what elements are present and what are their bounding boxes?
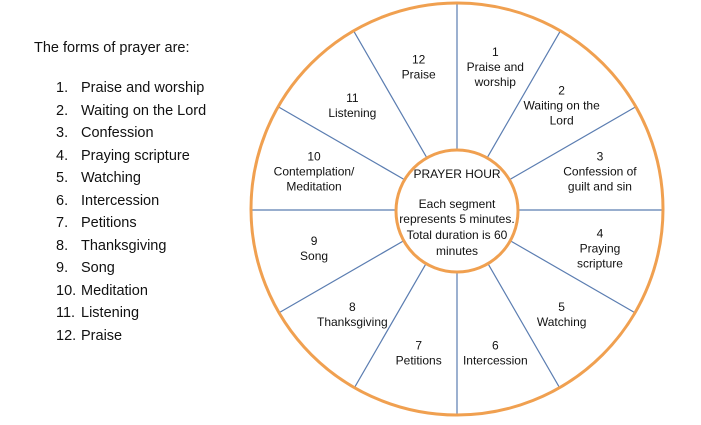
list-item: 2. Waiting on the Lord xyxy=(34,100,206,123)
list-item: 10.Meditation xyxy=(34,280,206,303)
list-number: 10. xyxy=(56,282,77,299)
segment-number: 10 xyxy=(307,150,321,164)
segment-dividers xyxy=(251,4,663,416)
center-line: Total duration is 60 xyxy=(407,228,508,242)
center-circle xyxy=(394,148,520,274)
segment-label: Confession of xyxy=(563,165,637,179)
segment-divider xyxy=(509,106,636,181)
list-item: 7. Petitions xyxy=(34,212,206,235)
list-label: Petitions xyxy=(81,215,137,231)
list-item: 12.Praise xyxy=(34,325,206,348)
segment-divider xyxy=(353,262,428,389)
segment-label: Praise and xyxy=(467,60,524,74)
segment-label: Listening xyxy=(328,106,376,120)
list-number: 9. xyxy=(56,260,69,276)
segment-number: 4 xyxy=(597,226,604,240)
segment-label: Song xyxy=(300,249,328,263)
segment-label: Contemplation/ xyxy=(274,165,355,179)
segment-label: guilt and sin xyxy=(568,180,632,194)
intro-heading: The forms of prayer are: xyxy=(34,40,190,56)
list-number: 4. xyxy=(56,147,69,164)
center-line: Each segment xyxy=(419,197,496,211)
segment-divider xyxy=(509,239,636,314)
segment-divider xyxy=(486,31,561,158)
segment-label: Lord xyxy=(550,113,574,127)
segment-number: 8 xyxy=(349,300,356,314)
list-item: 3. Confession xyxy=(34,122,206,145)
segment-label: Petitions xyxy=(396,353,442,367)
segment-number: 6 xyxy=(492,338,499,352)
list-item: 8. Thanksgiving xyxy=(34,235,206,258)
list-label: Confession xyxy=(81,125,154,141)
segment-label: Praise xyxy=(402,68,436,82)
segment-label: Waiting on the xyxy=(524,98,601,112)
list-item: 1. Praise and worship xyxy=(34,77,206,100)
list-label: Meditation xyxy=(81,282,148,299)
list-item: 9. Song xyxy=(34,257,206,280)
list-item: 5. Watching xyxy=(34,167,206,190)
segment-number: 5 xyxy=(558,300,565,314)
segment-label: Meditation xyxy=(286,180,341,194)
outer-ring xyxy=(249,1,665,417)
center-line: represents 5 minutes. xyxy=(399,212,514,226)
list-label: Listening xyxy=(81,305,140,321)
segment-label: Praying xyxy=(580,241,621,255)
list-label: Praise xyxy=(81,327,123,344)
segment-divider xyxy=(353,31,428,158)
forms-list: 1. Praise and worship 2. Waiting on the Lo… xyxy=(34,77,206,347)
segment-label: Thanksgiving xyxy=(317,315,388,329)
list-number: 3. xyxy=(56,125,69,141)
center-line: minutes xyxy=(436,244,478,258)
center-title: PRAYER HOUR xyxy=(413,167,500,181)
list-label: Praying scripture xyxy=(81,147,190,164)
list-item: 4. Praying scripture xyxy=(34,145,206,168)
center-labels: PRAYER HOUR Each segment represents 5 mi… xyxy=(399,167,514,258)
list-number: 11. xyxy=(56,305,76,321)
list-number: 5. xyxy=(56,170,69,186)
segment-number: 2 xyxy=(558,83,565,97)
list-label: Thanksgiving xyxy=(81,237,167,254)
segment-label: worship xyxy=(474,75,517,89)
list-item: 6. Intercession xyxy=(34,190,206,213)
segment-number: 7 xyxy=(415,338,422,352)
segment-number: 9 xyxy=(311,234,318,248)
segment-divider xyxy=(278,106,405,181)
list-label: Praise and worship xyxy=(81,80,205,96)
list-item: 11. Listening xyxy=(34,302,206,325)
list-label: Intercession xyxy=(81,192,160,209)
list-number: 6. xyxy=(56,192,69,209)
segment-number: 3 xyxy=(597,150,604,164)
list-number: 2. xyxy=(56,102,69,119)
list-number: 1. xyxy=(56,80,69,96)
list-number: 12. xyxy=(56,327,77,344)
segment-number: 11 xyxy=(346,91,359,105)
segment-label: Watching xyxy=(537,315,587,329)
segment-label: Intercession xyxy=(463,353,528,367)
list-label: Song xyxy=(81,260,115,276)
segment-label: scripture xyxy=(577,256,623,270)
list-label: Watching xyxy=(81,170,141,186)
segment-number: 12 xyxy=(412,53,426,67)
list-label: Waiting on the Lord xyxy=(81,102,207,119)
segment-divider xyxy=(486,262,561,389)
list-number: 8. xyxy=(56,237,69,254)
segment-number: 1 xyxy=(492,45,499,59)
segment-divider xyxy=(278,239,405,314)
list-number: 7. xyxy=(56,215,69,231)
